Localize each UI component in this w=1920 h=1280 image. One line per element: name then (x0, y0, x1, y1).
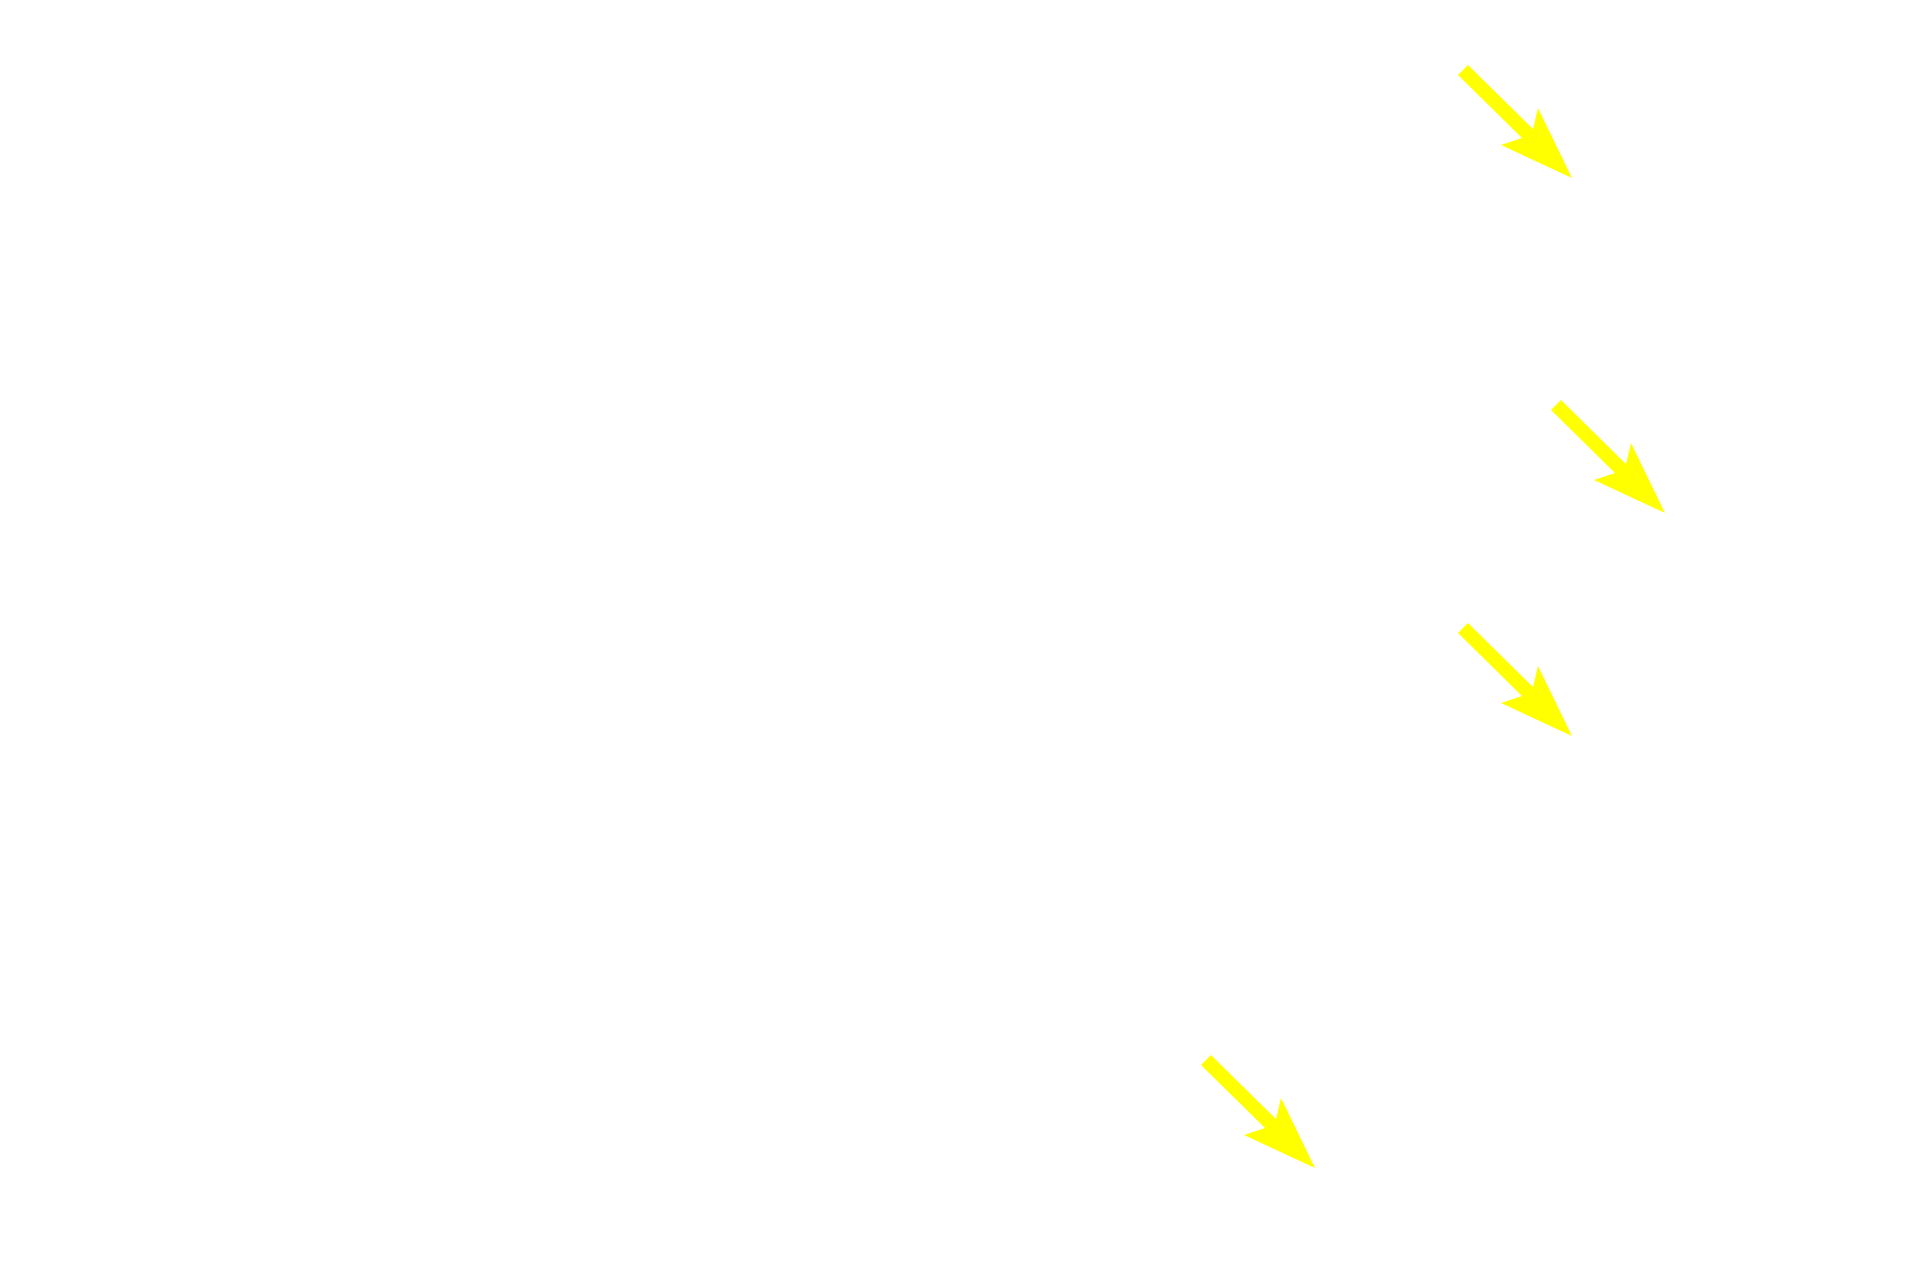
arrow-down-right-icon (1201, 1055, 1315, 1168)
arrow-down-right-icon (1458, 623, 1572, 736)
arrow-down-right-icon (1551, 400, 1665, 513)
arrow-down-right-icon (1458, 65, 1572, 178)
